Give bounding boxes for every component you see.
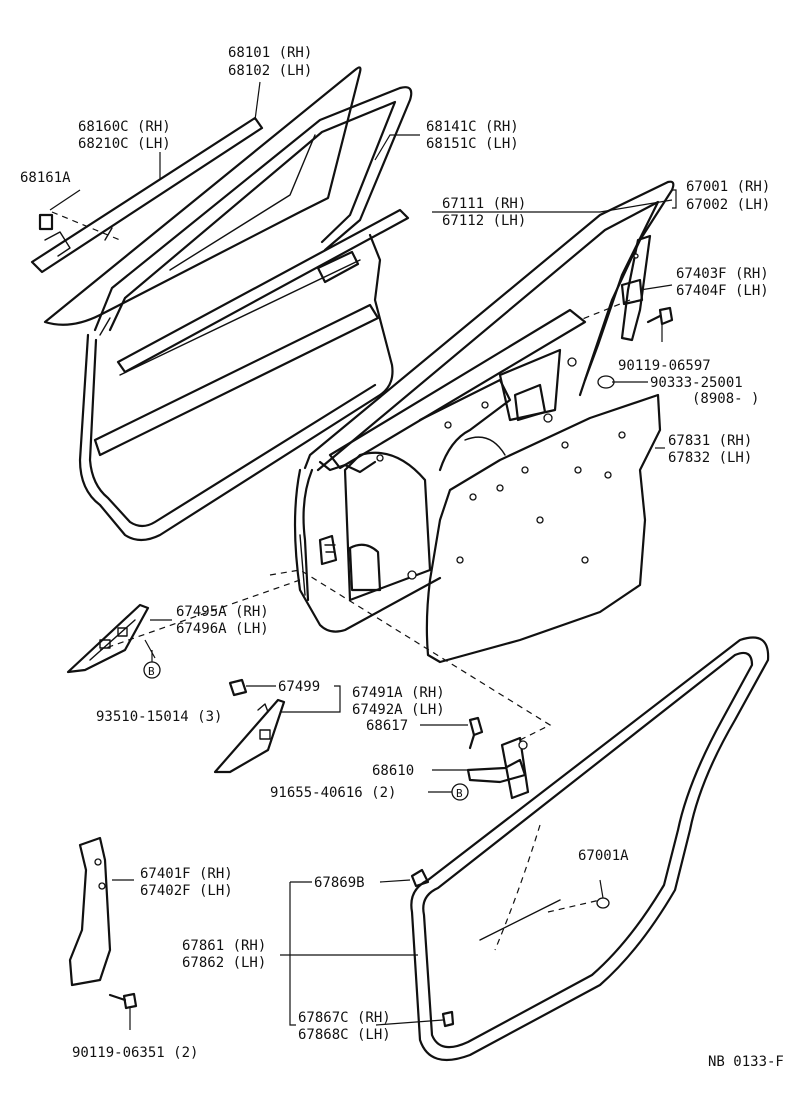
inner-cover-drawing	[213, 698, 286, 774]
label-belt-moulding-rh: 67111 (RH)	[442, 196, 526, 212]
rear-sash-drawing	[620, 234, 652, 342]
label-service-cover-lh: 67832 (LH)	[668, 450, 752, 466]
plug-67001a-drawing	[596, 897, 610, 909]
label-cover-front-rh: 67495A (RH)	[176, 604, 269, 620]
label-cover-front-lh: 67496A (LH)	[176, 621, 269, 637]
label-front-sash-lh: 67402F (LH)	[140, 883, 233, 899]
label-rear-sash-rh: 67403F (RH)	[676, 266, 769, 282]
label-diagram-code: NB 0133-F	[708, 1054, 784, 1070]
label-door-panel-lh: 67002 (LH)	[686, 197, 770, 213]
label-weatherstrip-outer-lh: 68210C (LH)	[78, 136, 171, 152]
clip-67499-drawing	[228, 678, 248, 697]
label-belt-moulding-lh: 67112 (LH)	[442, 213, 526, 229]
assembly-dashed-lines	[99, 299, 631, 913]
label-clip-lower-lh: 67868C (LH)	[298, 1027, 391, 1043]
label-hole-plug: 90333-25001	[650, 375, 743, 391]
label-bolt-lower: 90119-06351 (2)	[72, 1045, 198, 1061]
label-cover-inner-rh: 67491A (RH)	[352, 685, 445, 701]
bolt-marker-1-text: B	[148, 665, 155, 678]
bolt-upper-drawing	[646, 306, 674, 326]
label-window-glass-rh: 68101 (RH)	[228, 45, 312, 61]
bolt-marker-2-text: B	[456, 787, 463, 800]
label-front-sash-rh: 67401F (RH)	[140, 866, 233, 882]
label-check-bolt: 68617	[366, 718, 408, 734]
service-cover-drawing	[425, 393, 662, 664]
front-cover-drawing	[66, 603, 150, 674]
clip-67867c-drawing	[441, 1010, 455, 1028]
clip-67869b-drawing	[410, 868, 430, 888]
label-cover-inner-lh: 67492A (LH)	[352, 702, 445, 718]
label-weatherstrip-rh: 67861 (RH)	[182, 938, 266, 954]
bolt-marker-1: B	[143, 661, 161, 679]
label-door-panel-rh: 67001 (RH)	[686, 179, 770, 195]
label-window-glass-lh: 68102 (LH)	[228, 63, 312, 79]
part-labels: 68101 (RH) 68102 (LH) 68160C (RH) 68210C…	[20, 45, 784, 1070]
bolt-lower-drawing	[108, 992, 138, 1010]
outer-weatherstrip-drawing	[30, 116, 264, 274]
label-rear-sash-lh: 67404F (LH)	[676, 283, 769, 299]
label-clip-lower-rh: 67867C (RH)	[298, 1010, 391, 1026]
hole-plug-drawing	[597, 375, 615, 389]
window-glass-drawing	[43, 66, 362, 336]
label-weatherstrip-lh: 67862 (LH)	[182, 955, 266, 971]
weatherstrip-drawing	[410, 636, 770, 1062]
run-channel-drawing	[78, 86, 413, 542]
label-service-cover-rh: 67831 (RH)	[668, 433, 752, 449]
label-run-channel-rh: 68141C (RH)	[426, 119, 519, 135]
label-hole-plug-date: (8908- )	[692, 391, 759, 407]
door-check-drawing	[466, 736, 530, 800]
label-check: 68610	[372, 763, 414, 779]
label-plug-a: 67001A	[578, 848, 629, 864]
label-clip-68161a: 68161A	[20, 170, 71, 186]
label-run-channel-lh: 68151C (LH)	[426, 136, 519, 152]
label-screw-b: 93510-15014 (3)	[96, 709, 222, 725]
leader-lines	[49, 81, 677, 1030]
label-clip-weatherstrip: 67869B	[314, 875, 365, 891]
check-bolt-drawing	[468, 716, 484, 750]
label-bolt-check: 91655-40616 (2)	[270, 785, 396, 801]
label-bolt-upper: 90119-06597	[618, 358, 711, 374]
clip-68161a-drawing	[38, 211, 121, 241]
bolt-marker-2: B	[451, 783, 469, 801]
label-weatherstrip-outer-rh: 68160C (RH)	[78, 119, 171, 135]
label-clip-67499: 67499	[278, 679, 320, 695]
front-sash-drawing	[68, 836, 112, 987]
